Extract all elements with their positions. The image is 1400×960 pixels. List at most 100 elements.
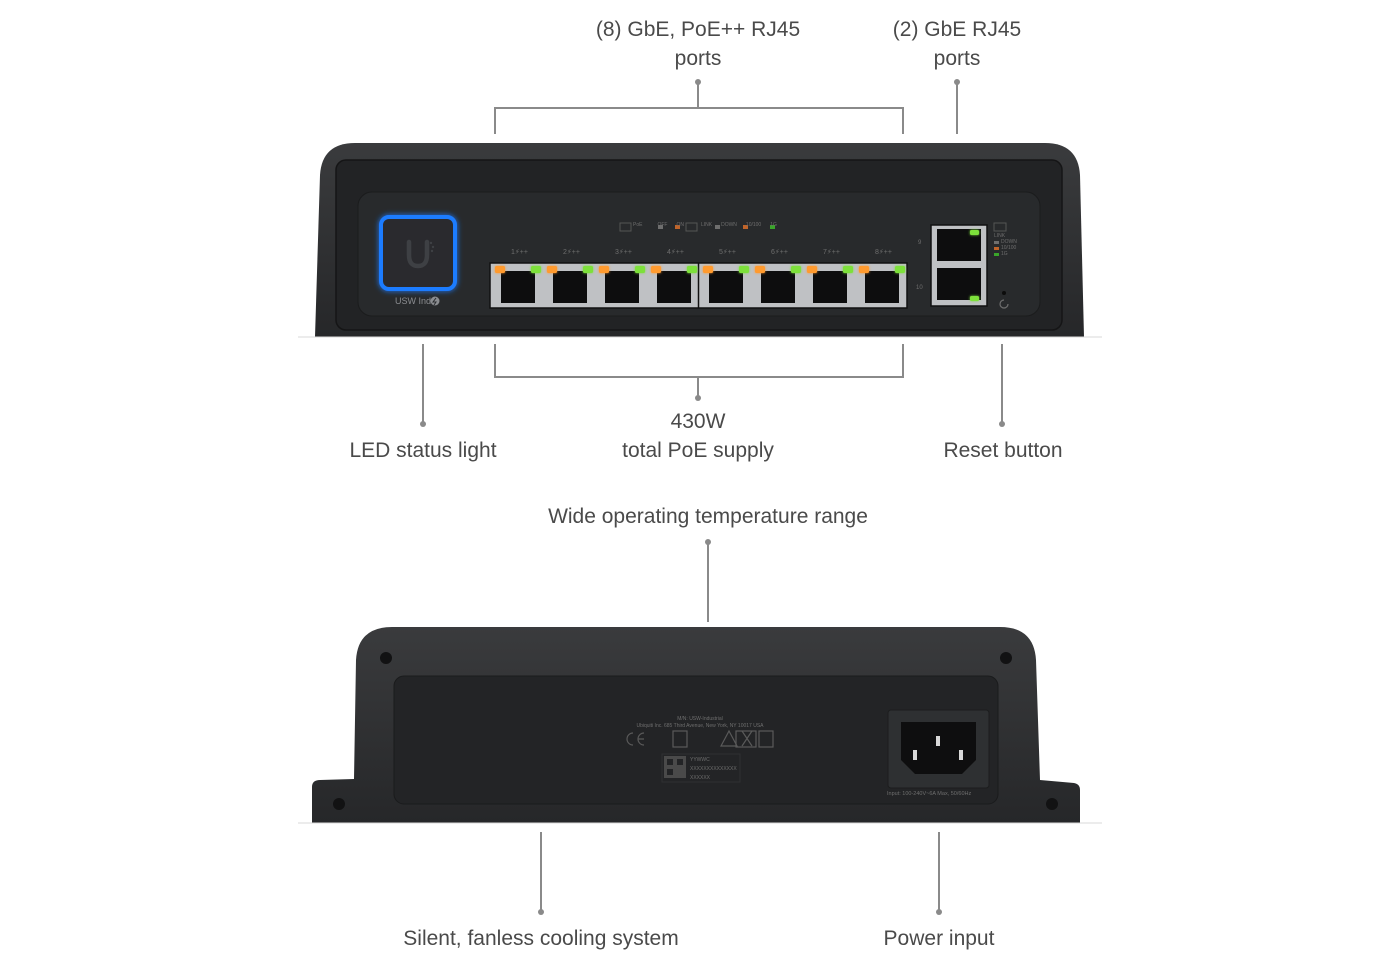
- reset-icon: [999, 299, 1009, 309]
- poe-led: [755, 266, 765, 273]
- callout-dot: [999, 421, 1005, 427]
- address-text: Ubiquiti Inc. 685 Third Avenue, New York…: [636, 723, 764, 729]
- poe-port[interactable]: [807, 266, 853, 303]
- callout-poe-ports-line2: ports: [674, 47, 722, 70]
- uplink-legend-link: LINK: [994, 233, 1006, 239]
- port-number-label: 8⚡++: [875, 249, 892, 256]
- lightning-icon: [430, 296, 440, 306]
- poe-port[interactable]: [495, 266, 541, 303]
- callout-line: [494, 344, 496, 377]
- power-rating-text: Input: 100-240V~6A Max, 50/60Hz: [887, 791, 972, 797]
- poe-led: [547, 266, 557, 273]
- callout-line: [707, 542, 709, 622]
- link-led: [970, 230, 979, 235]
- poe-port[interactable]: [651, 266, 697, 303]
- callout-line: [956, 82, 958, 134]
- port-number-label: 4⚡++: [667, 249, 684, 256]
- link-led: [739, 266, 749, 273]
- screw-hole-icon: [1000, 652, 1012, 664]
- certification-marks: [626, 729, 774, 748]
- poe-port[interactable]: [599, 266, 645, 303]
- link-led: [583, 266, 593, 273]
- callout-cooling: Silent, fanless cooling system: [341, 924, 741, 953]
- port-led-legend: [619, 222, 775, 232]
- port-number-label: 7⚡++: [823, 249, 840, 256]
- callout-led-status-line1: LED status light: [349, 439, 497, 462]
- callout-bracket: [494, 376, 904, 378]
- callout-line: [902, 107, 904, 134]
- port-number-label: 2⚡++: [563, 249, 580, 256]
- callout-cooling-line1: Silent, fanless cooling system: [403, 927, 679, 950]
- model-number-text: M/N: USW-Industrial: [677, 716, 723, 722]
- callout-poe-supply: 430W total PoE supply: [548, 407, 848, 465]
- callout-poe-ports-line1: (8) GbE, PoE++ RJ45: [595, 18, 801, 41]
- poe-port[interactable]: [703, 266, 749, 303]
- poe-led: [599, 266, 609, 273]
- legend-poe-title: PoE: [633, 222, 643, 228]
- model-label: USW Ind: [395, 296, 432, 306]
- callout-temperature: Wide operating temperature range: [458, 502, 958, 531]
- callout-bracket: [494, 107, 904, 109]
- screw-hole-icon: [333, 798, 345, 810]
- reset-button[interactable]: [1002, 291, 1006, 295]
- callout-poe-supply-line1: 430W: [670, 410, 726, 433]
- rear-panel: [298, 627, 1102, 824]
- port-number-label: 3⚡++: [615, 249, 632, 256]
- legend-link-down: DOWN: [721, 222, 737, 228]
- callout-gbe-ports-line1: (2) GbE RJ45: [892, 18, 1022, 41]
- uplink-legend-10-100: 10/100: [1001, 245, 1017, 251]
- poe-port[interactable]: [859, 266, 905, 303]
- poe-led: [807, 266, 817, 273]
- uplink-legend-text: LINK DOWN 10/100 1G: [994, 233, 1017, 257]
- callout-line: [422, 344, 424, 424]
- legend-link-1g: 1G: [770, 222, 777, 228]
- link-led: [895, 266, 905, 273]
- serial-label: YYWWC XXXXXXXXXXXXXX XXXXXX: [690, 756, 737, 783]
- port-number-label: 1⚡++: [511, 249, 528, 256]
- led-status-light: [379, 215, 457, 291]
- callout-dot: [538, 909, 544, 915]
- uplink-port[interactable]: [937, 229, 981, 261]
- serial-text: XXXXXXXXXXXXXX: [690, 766, 737, 772]
- callout-dot: [420, 421, 426, 427]
- link-led: [687, 266, 697, 273]
- ubiquiti-logo-icon: [406, 239, 430, 269]
- code-text: XXXXXX: [690, 775, 711, 781]
- front-panel: [298, 143, 1102, 338]
- poe-port[interactable]: [547, 266, 593, 303]
- callout-line: [494, 107, 496, 134]
- link-led: [531, 266, 541, 273]
- rear-label-text: M/N: USW-Industrial Ubiquiti Inc. 685 Th…: [600, 716, 800, 730]
- callout-poe-supply-line2: total PoE supply: [622, 439, 774, 462]
- callout-dot: [695, 395, 701, 401]
- callout-reset-line1: Reset button: [943, 439, 1063, 462]
- callout-poe-ports: (8) GbE, PoE++ RJ45 ports: [548, 15, 848, 73]
- poe-led: [495, 266, 505, 273]
- poe-led: [703, 266, 713, 273]
- callout-temperature-line1: Wide operating temperature range: [548, 505, 868, 528]
- legend-poe-on: ON: [676, 222, 684, 228]
- screw-hole-icon: [380, 652, 392, 664]
- callout-led-status: LED status light: [323, 436, 523, 465]
- link-led: [635, 266, 645, 273]
- callout-power: Power input: [839, 924, 1039, 953]
- port-number-label: 5⚡++: [719, 249, 736, 256]
- callout-power-line1: Power input: [883, 927, 995, 950]
- uplink-port-number: 10: [916, 285, 923, 291]
- poe-legend-text: PoE OFF ON LINK DOWN 10/100 1G: [633, 222, 777, 228]
- port-number-label: 6⚡++: [771, 249, 788, 256]
- uplink-legend-1g: 1G: [1001, 251, 1008, 257]
- callout-gbe-ports-line2: ports: [933, 47, 981, 70]
- link-led: [843, 266, 853, 273]
- link-led: [791, 266, 801, 273]
- callout-reset: Reset button: [903, 436, 1103, 465]
- uplink-port[interactable]: [937, 268, 981, 301]
- legend-link-10-100: 10/100: [745, 222, 762, 228]
- uplink-port-number: 9: [918, 240, 922, 246]
- poe-port[interactable]: [755, 266, 801, 303]
- callout-dot: [936, 909, 942, 915]
- link-led: [970, 296, 979, 301]
- legend-poe-off: OFF: [657, 222, 668, 228]
- callout-line: [697, 82, 699, 108]
